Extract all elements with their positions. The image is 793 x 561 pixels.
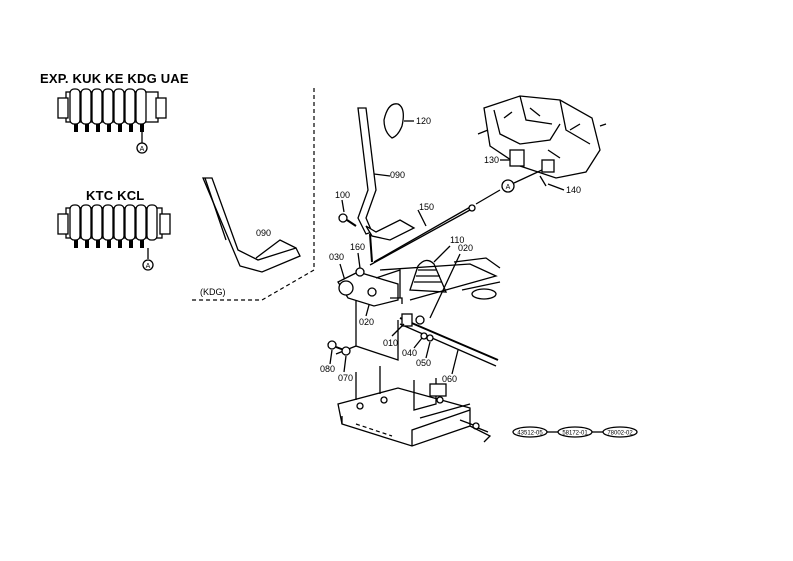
label-110: 110 [450, 235, 464, 245]
knob-120: 120 [383, 103, 431, 139]
label-160: 160 [350, 242, 365, 252]
ref-tag-2-label: 58172-01 [562, 431, 588, 437]
label-080: 080 [320, 364, 335, 374]
callout-a-top [136, 142, 148, 154]
label-060: 060 [442, 374, 457, 384]
callout-a-mid [142, 259, 154, 271]
callout-a-rod [501, 179, 515, 193]
callout-a-top-label: A [140, 146, 145, 153]
label-kdg: (KDG) [200, 287, 226, 297]
label-140: 140 [566, 185, 581, 195]
label-040: 040 [402, 348, 417, 358]
label-130: 130 [484, 155, 499, 165]
label-020-lower: 020 [359, 317, 374, 327]
ref-tag-3-label: 78002-02 [607, 431, 633, 437]
ref-tag-1-label: 43512-05 [517, 431, 543, 437]
label-070: 070 [338, 373, 353, 383]
control-valve-mid: A [57, 204, 171, 271]
label-100: 100 [335, 190, 350, 200]
label-050: 050 [416, 358, 431, 368]
valve-spools-top [69, 88, 147, 125]
variant-heading-top: EXP. KUK KE KDG UAE [40, 71, 189, 86]
shaft-060: 060 [399, 313, 499, 384]
base-bracket [337, 366, 492, 447]
valve-spools-mid [69, 204, 158, 241]
main-lever: 090 [357, 107, 416, 263]
valve-fittings-mid [74, 240, 144, 248]
valve-fittings-top [74, 124, 144, 132]
label-150: 150 [419, 202, 434, 212]
callout-a-rod-label: A [506, 184, 511, 191]
callout-a-mid-label: A [146, 263, 151, 270]
boot-110: 110 [409, 235, 464, 293]
ref-tag-3 [602, 426, 638, 438]
label-020-upper: 020 [458, 243, 473, 253]
ref-tag-2 [557, 426, 593, 438]
bolt-080-washer-070: 080 070 [320, 340, 353, 383]
bracket-assembly [335, 257, 501, 361]
reference-tags: 43512-05 58172-01 78002-02 [512, 426, 638, 438]
label-090-kdg: 090 [256, 228, 271, 238]
kdg-variant-box: 090 (KDG) [190, 88, 315, 301]
rod-150: A 150 [369, 169, 543, 266]
label-030: 030 [329, 252, 344, 262]
ref-tag-1 [512, 426, 548, 438]
bolt-100: 100 [335, 190, 357, 227]
label-120: 120 [416, 116, 431, 126]
variant-heading-mid: KTC KCL [86, 188, 145, 203]
pump-assembly: 130 140 [477, 95, 607, 195]
label-010: 010 [383, 338, 398, 348]
label-090: 090 [390, 170, 405, 180]
control-valve-top: A [57, 88, 167, 154]
